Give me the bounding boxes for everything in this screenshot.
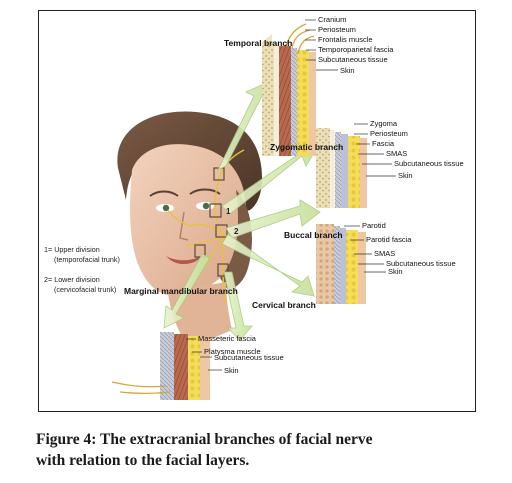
division-marker-2: 2 xyxy=(234,227,239,236)
temporal-layer-5: Subcutaneous tissue xyxy=(318,55,388,64)
caption-line-2: with relation to the facial layers. xyxy=(36,452,250,469)
marginal-layer-2: Platysma muscle xyxy=(204,347,261,356)
legend-upper-division: 1= Upper division xyxy=(44,245,100,254)
zygomatic-layer-1: Zygoma xyxy=(370,119,398,128)
temporal-layer-2: Periosteum xyxy=(318,25,356,34)
marginal-layer-4: Skin xyxy=(224,366,239,375)
temporal-layer-6: Skin xyxy=(340,66,355,75)
buccal-layer-4: Subcutaneous tissue xyxy=(386,259,456,268)
marginal-layer-1: Masseteric fascia xyxy=(198,334,257,343)
marginal-branch-label: Marginal mandibular branch xyxy=(124,286,238,296)
caption-line-1: Figure 4: The extracranial branches of f… xyxy=(36,431,373,448)
legend-lower-sub: (cervicofacial trunk) xyxy=(54,285,116,294)
temporal-layer-4: Temporoparietal fascia xyxy=(318,45,394,54)
zygomatic-layer-block xyxy=(316,123,396,208)
cervical-branch-label: Cervical branch xyxy=(252,300,316,310)
temporal-layer-1: Cranium xyxy=(318,15,346,24)
marginal-layer-block xyxy=(111,332,222,400)
figure-frame xyxy=(38,10,476,412)
buccal-layer-1: Parotid xyxy=(362,221,386,230)
zygomatic-layer-3: Fascia xyxy=(372,139,395,148)
figure-caption: Figure 4: The extracranial branches of f… xyxy=(36,429,480,471)
legend-lower-division: 2= Lower division xyxy=(44,275,100,284)
temporal-layer-3: Frontalis muscle xyxy=(318,35,373,44)
temporal-branch-label: Temporal branch xyxy=(224,38,292,48)
zygomatic-layer-4: SMAS xyxy=(386,149,407,158)
buccal-branch-label: Buccal branch xyxy=(284,230,343,240)
zygomatic-layer-5: Subcutaneous tissue xyxy=(394,159,464,168)
legend-upper-sub: (temporofacial trunk) xyxy=(54,255,120,264)
pointer-arrows xyxy=(163,83,321,341)
buccal-layer-block xyxy=(316,224,386,304)
zygomatic-layer-2: Periosteum xyxy=(370,129,408,138)
zygomatic-layer-6: Skin xyxy=(398,171,413,180)
buccal-layer-3: SMAS xyxy=(374,249,395,258)
buccal-layer-2: Parotid fascia xyxy=(366,235,412,244)
temporal-layer-block xyxy=(262,19,338,156)
marginal-layer-3: Subcutaneous tissue xyxy=(214,353,284,362)
facial-nerve-figure: Temporal branch Zygomatic branch Buccal … xyxy=(44,15,464,400)
division-marker-1: 1 xyxy=(226,207,231,216)
buccal-layer-5: Skin xyxy=(388,267,403,276)
zygomatic-branch-label: Zygomatic branch xyxy=(270,142,343,152)
